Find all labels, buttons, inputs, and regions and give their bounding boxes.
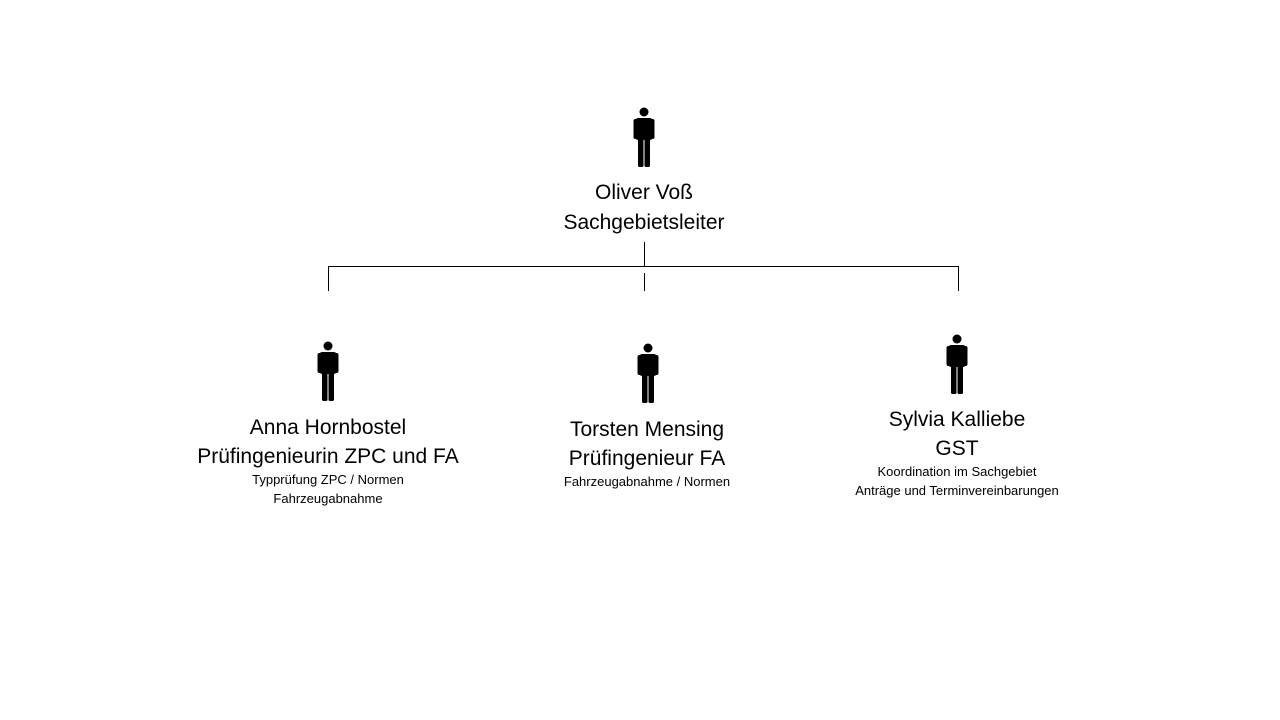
connector-line [328, 266, 329, 291]
member-name: Sylvia Kalliebe [888, 408, 1026, 431]
member-detail: Koordination im Sachgebiet [877, 464, 1037, 479]
connector-line [958, 266, 959, 291]
person-icon [637, 343, 659, 403]
member-title: Prüfingenieur FA [568, 447, 726, 470]
member-detail: Fahrzeugabnahme [273, 491, 383, 506]
head-name: Oliver Voß [594, 181, 694, 204]
member-detail: Typprüfung ZPC / Normen [252, 472, 404, 487]
member-name: Anna Hornbostel [249, 416, 407, 439]
connector-line [328, 266, 959, 267]
member-name: Torsten Mensing [569, 418, 725, 441]
person-icon [633, 107, 655, 167]
head-title: Sachgebietsleiter [563, 211, 725, 234]
person-icon [946, 334, 968, 394]
member-detail: Fahrzeugabnahme / Normen [563, 474, 731, 489]
person-icon [317, 341, 339, 401]
connector-line [644, 242, 645, 267]
connector-line [644, 273, 645, 291]
member-title: GST [935, 437, 979, 460]
member-detail: Anträge und Terminvereinbarungen [855, 483, 1059, 498]
member-title: Prüfingenieurin ZPC und FA [197, 445, 459, 468]
